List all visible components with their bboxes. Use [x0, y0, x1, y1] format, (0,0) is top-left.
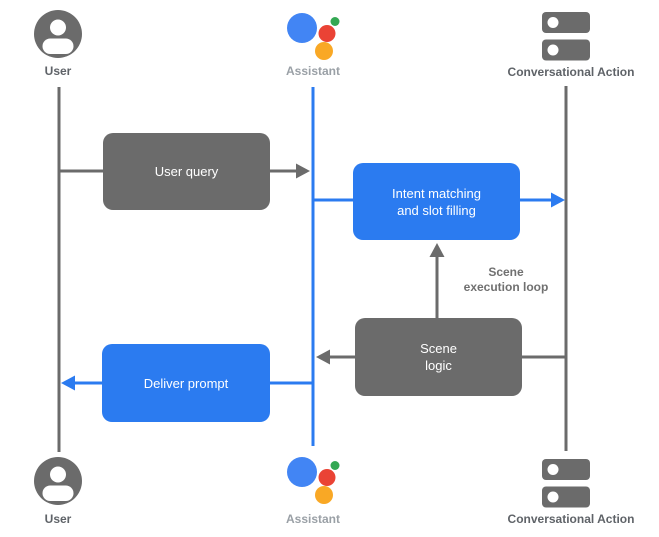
google-assistant-logo: [285, 6, 341, 67]
user-avatar-icon: [34, 457, 82, 510]
scene-execution-loop-label: Scene execution loop: [463, 265, 549, 294]
arrowhead-up-into-intent: [429, 243, 445, 257]
scene-logic-box: Scene logic: [355, 318, 522, 396]
arrowhead-right-into-assistant: [296, 163, 310, 179]
assistant-label-top: Assistant: [285, 64, 341, 78]
user-label-top: User: [44, 64, 72, 78]
google-assistant-logo: [285, 450, 341, 511]
conversational-action-label-top: Conversational Action: [507, 65, 635, 79]
deliver-prompt-box: Deliver prompt: [102, 344, 270, 422]
conversational-action-label-bottom: Conversational Action: [507, 512, 635, 526]
user-avatar-icon: [34, 10, 82, 63]
arrowhead-left-into-assistant: [316, 349, 330, 365]
assistant-label-bottom: Assistant: [285, 512, 341, 526]
arrowhead-right-into-action: [551, 192, 565, 208]
server-stack-icon: [542, 12, 590, 66]
arrowhead-left-into-user: [61, 375, 75, 391]
user-label-bottom: User: [44, 512, 72, 526]
user-query-box: User query: [103, 133, 270, 210]
server-stack-icon: [542, 459, 590, 513]
intent-matching-box: Intent matching and slot filling: [353, 163, 520, 240]
